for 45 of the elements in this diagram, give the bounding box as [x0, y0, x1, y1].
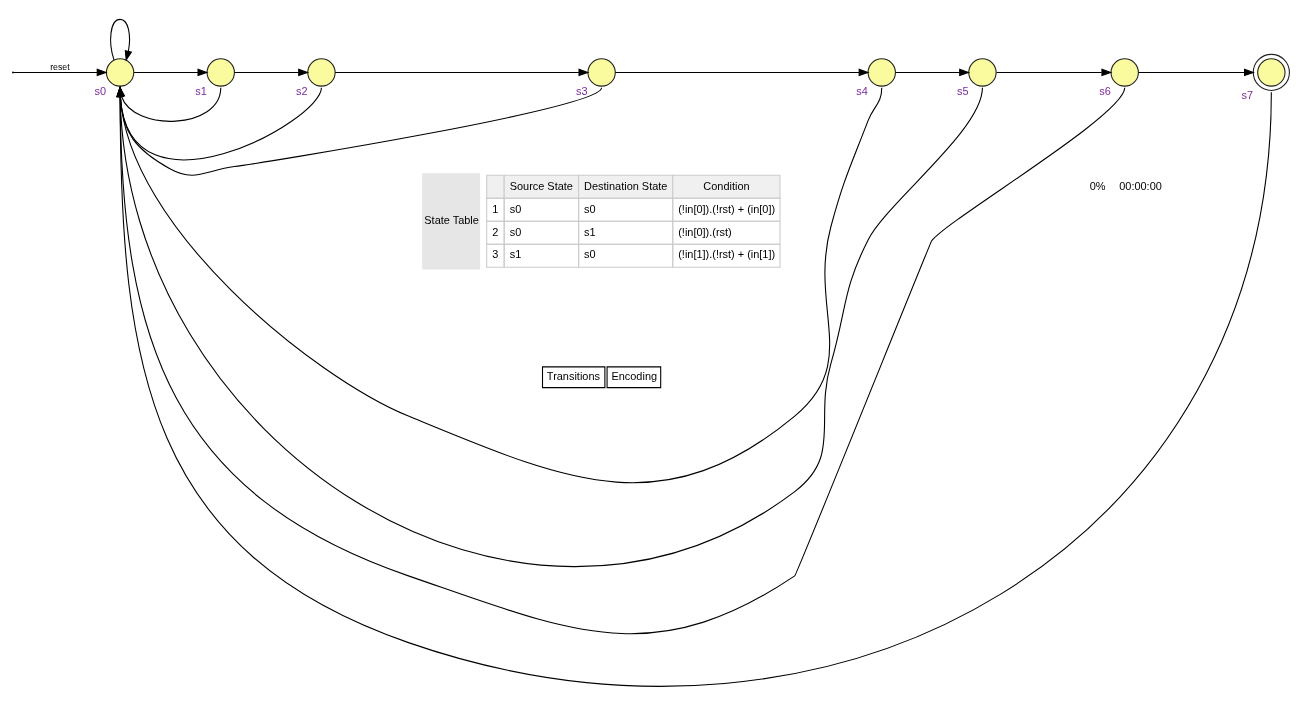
label: 0%	[1089, 179, 1106, 192]
arrow	[110, 18, 133, 62]
arrow	[995, 68, 1113, 77]
label: s0	[584, 202, 596, 215]
node-label: s4	[856, 84, 868, 97]
arrow	[234, 68, 310, 77]
label: (!in[0]).(!rst) + (in[0])	[678, 202, 776, 215]
label: Destination State	[584, 179, 668, 192]
node-label: s1	[195, 84, 207, 97]
label: 1	[492, 202, 499, 215]
node-circle	[206, 58, 235, 87]
node-circle	[105, 58, 135, 87]
node-label: s2	[295, 84, 308, 97]
arrow	[1138, 68, 1255, 77]
node-circle	[587, 58, 616, 87]
edge-label: reset	[50, 61, 70, 72]
node-circle	[1110, 58, 1139, 87]
node-label: s7	[1241, 89, 1254, 102]
node-label: s5	[956, 84, 969, 97]
label: 3	[492, 248, 499, 261]
node-doublecircle	[1252, 53, 1290, 92]
label: s0	[509, 202, 522, 215]
label: (!in[1]).(!rst) + (in[1])	[678, 248, 776, 261]
node-circle	[307, 58, 336, 87]
label: Source State	[509, 179, 573, 192]
node-circle	[968, 58, 997, 87]
node-label: s3	[576, 84, 588, 97]
label: State Table	[424, 214, 479, 227]
arrow	[334, 68, 590, 77]
label: Encoding	[611, 369, 658, 382]
label: s0	[509, 225, 522, 238]
label: s0	[584, 248, 596, 261]
label: (!in[0]).(rst)	[678, 225, 732, 238]
label: Condition	[703, 179, 750, 192]
label: s1	[509, 248, 522, 261]
label: s1	[584, 225, 596, 238]
label: 00:00:00	[1119, 179, 1162, 192]
arrow	[895, 68, 971, 77]
label: 2	[492, 225, 499, 238]
arrow	[133, 68, 209, 77]
node-label: s0	[94, 84, 107, 97]
arrow	[614, 68, 870, 77]
node-circle	[867, 58, 896, 87]
label: Transitions	[546, 369, 600, 382]
node-label: s6	[1099, 84, 1111, 97]
